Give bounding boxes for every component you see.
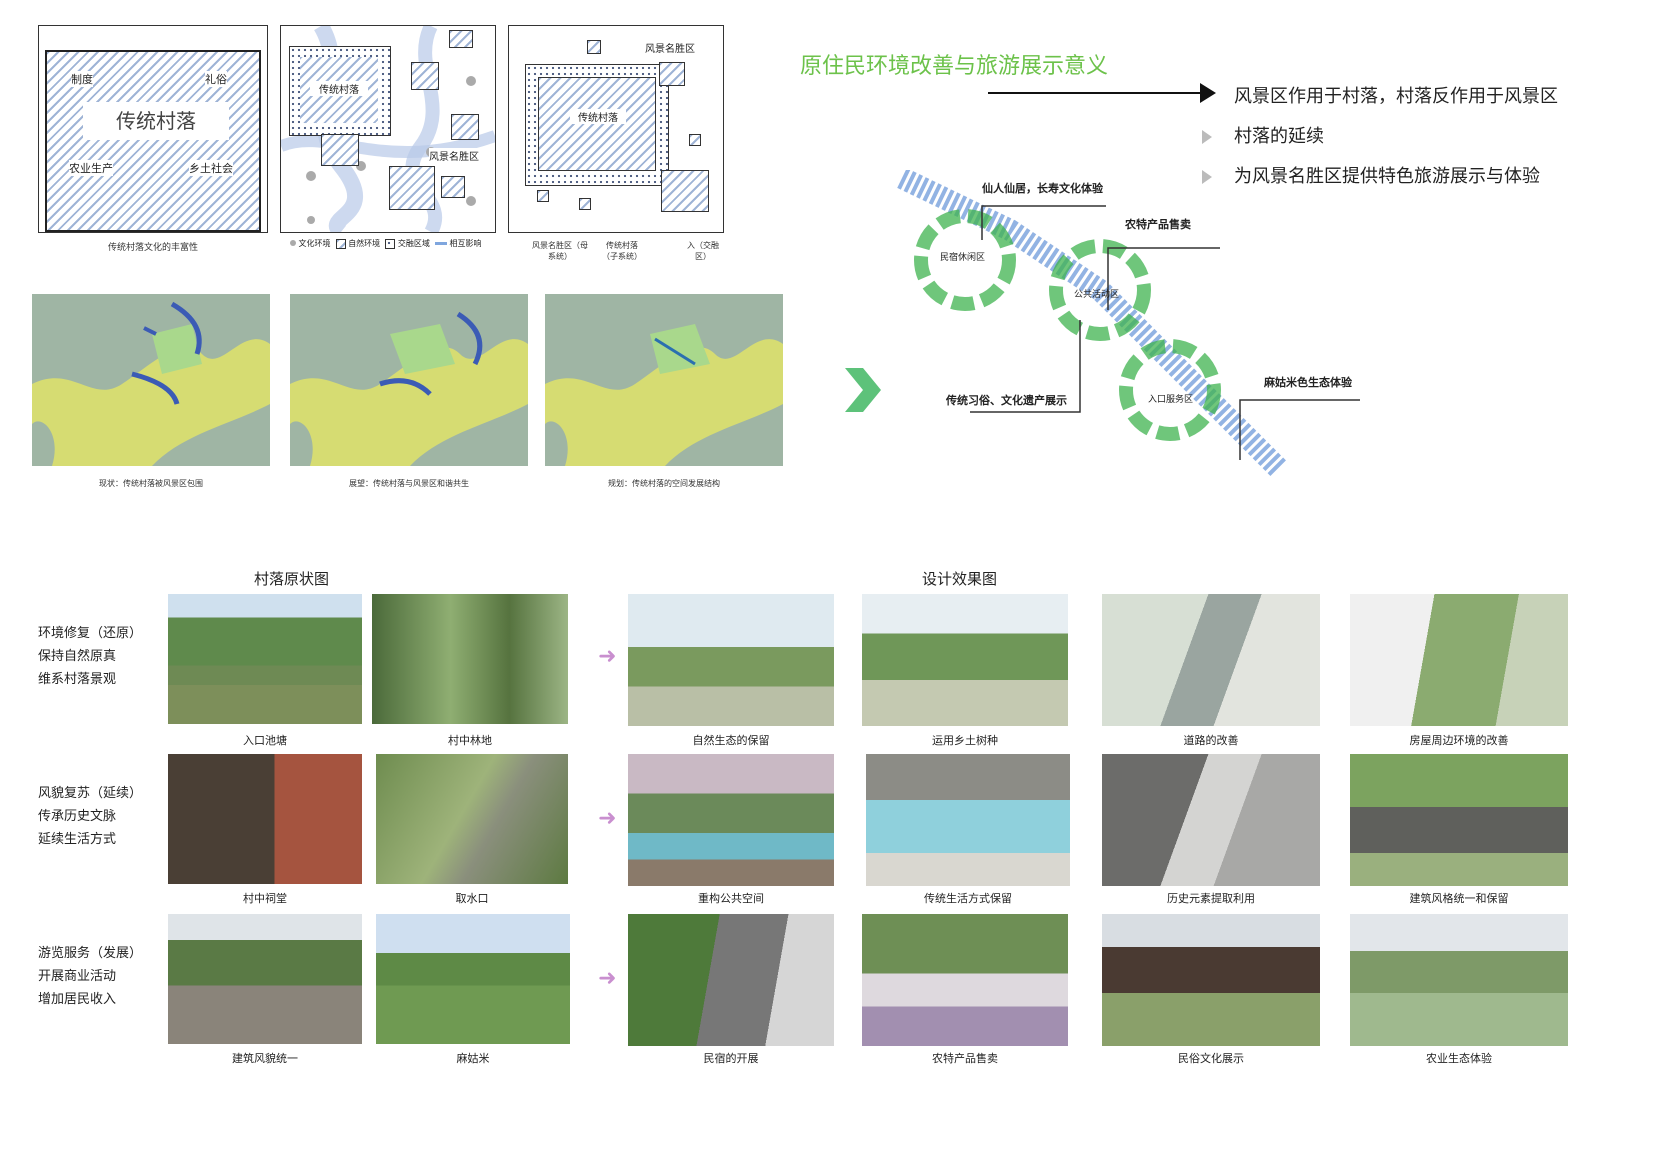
- photo-d8: [1350, 754, 1568, 886]
- cap-r3-d3: 民俗文化展示: [1178, 1052, 1244, 1065]
- pink-arrow-icon: ➜: [598, 966, 617, 991]
- zone-label-1: 仙人仙居，长寿文化体验: [982, 182, 1103, 195]
- cap-r2-o2: 取水口: [455, 892, 489, 905]
- diagram3-callout-3: 入（交融区）: [687, 241, 719, 261]
- photo-temple: [168, 754, 362, 884]
- right-title: 原住民环境改善与旅游展示意义: [800, 54, 1109, 79]
- map-caption-1: 现状：传统村落被风景区包围: [99, 479, 203, 488]
- title-arrow: [988, 92, 1204, 94]
- zone-label-2: 农特产品售卖: [1125, 218, 1191, 231]
- diagram-interaction: 传统村落 风景名胜区: [280, 25, 496, 233]
- diagram1-bottom-right: 乡土社会: [189, 160, 233, 176]
- header-design: 设计效果图: [922, 570, 998, 588]
- photo-d12: [1350, 914, 1568, 1046]
- bullet-icon: [1202, 170, 1212, 184]
- green-arrow-icon: [845, 368, 881, 416]
- photo-d11: [1102, 914, 1320, 1046]
- cap-r3-d1: 民宿的开展: [703, 1052, 759, 1065]
- photo-d1: [628, 594, 834, 726]
- cap-r3-d4: 农业生态体验: [1426, 1052, 1492, 1065]
- row1-text: 环境修复（还原） 保持自然原真 维系村落景观: [38, 626, 143, 687]
- pink-arrow-icon: ➜: [598, 644, 617, 669]
- diagram3-village: 传统村落: [570, 109, 626, 124]
- map-caption-2: 展望：传统村落与风景区和谐共生: [349, 479, 469, 488]
- photo-pond: [168, 594, 362, 724]
- cap-r1-o1: 入口池塘: [243, 734, 287, 747]
- header-original: 村落原状图: [254, 570, 330, 588]
- diagram2-legend: 文化环境 自然环境 交融区域 相互影响: [290, 238, 481, 249]
- bullet-icon: [1202, 130, 1212, 144]
- cap-r1-d2: 运用乡土树种: [932, 734, 998, 747]
- photo-d3: [1102, 594, 1320, 726]
- zone-diagram: [897, 170, 1360, 478]
- cap-r1-d1: 自然生态的保留: [692, 734, 770, 747]
- diagram1-caption: 传统村落文化的丰富性: [107, 243, 198, 253]
- diagram3-scenic-top: 风景名胜区: [645, 44, 695, 55]
- photo-houses: [168, 914, 362, 1044]
- photo-d2: [862, 594, 1068, 726]
- title-arrow-head-icon: [1200, 83, 1216, 103]
- photo-field: [376, 914, 570, 1044]
- cap-r2-o1: 村中祠堂: [243, 892, 287, 905]
- zone-circle-1: 民宿休闲区: [940, 253, 986, 263]
- diagram1-center: 传统村落: [83, 102, 229, 140]
- bullet-2: 村落的延续: [1234, 126, 1324, 147]
- diagram2-village: 传统村落: [310, 81, 368, 96]
- cap-r2-d2: 传统生活方式保留: [924, 892, 1012, 905]
- map-current: [32, 294, 270, 466]
- bullet-1: 风景区作用于村落，村落反作用于风景区: [1234, 86, 1558, 107]
- cap-r2-d4: 建筑风格统一和保留: [1409, 892, 1509, 905]
- photo-d7: [1102, 754, 1320, 886]
- cap-r3-o2: 麻姑米: [456, 1052, 490, 1065]
- photo-d5: [628, 754, 834, 886]
- diagram3-callout-2: 传统村落（子系统）: [602, 241, 642, 261]
- diagram-culture: 传统村落 制度 礼俗 农业生产 乡土社会: [38, 25, 268, 233]
- zone-label-3: 传统习俗、文化遗产展示: [946, 394, 1067, 407]
- map-caption-3: 规划：传统村落的空间发展结构: [608, 479, 720, 488]
- transition-ring: 传统村落: [525, 64, 669, 186]
- diagram1-top-left: 制度: [71, 71, 93, 87]
- cap-r3-d2: 农特产品售卖: [932, 1052, 998, 1065]
- photo-d4: [1350, 594, 1568, 726]
- cap-r1-d4: 房屋周边环境的改善: [1409, 734, 1509, 747]
- photo-well: [376, 754, 568, 884]
- bullet-3: 为风景名胜区提供特色旅游展示与体验: [1234, 166, 1540, 187]
- cap-r1-o2: 村中林地: [448, 734, 492, 747]
- photo-woods: [372, 594, 568, 724]
- diagram3-callout-1: 风景名胜区（母系统）: [532, 241, 588, 261]
- photo-d10: [862, 914, 1068, 1046]
- diagram1-bottom-left: 农业生产: [69, 160, 113, 176]
- cap-r2-d1: 重构公共空间: [698, 892, 764, 905]
- photo-d9: [628, 914, 834, 1046]
- cap-r3-o1: 建筑风貌统一: [232, 1052, 298, 1065]
- diagram2-scenic: 风景名胜区: [429, 148, 479, 163]
- village-zone: 传统村落: [289, 46, 391, 136]
- pink-arrow-icon: ➜: [598, 806, 617, 831]
- map-planning: [545, 294, 783, 466]
- photo-d6: [866, 754, 1070, 886]
- row2-text: 风貌复苏（延续） 传承历史文脉 延续生活方式: [38, 786, 143, 847]
- zone-label-4: 麻姑米色生态体验: [1264, 376, 1352, 389]
- diagram-system: 风景名胜区 传统村落: [508, 25, 724, 233]
- row3-text: 游览服务（发展） 开展商业活动 增加居民收入: [38, 946, 143, 1007]
- diagram1-top-right: 礼俗: [205, 71, 227, 87]
- map-vision: [290, 294, 528, 466]
- zone-circle-3: 入口服务区: [1148, 395, 1194, 405]
- cap-r2-d3: 历史元素提取利用: [1167, 892, 1255, 905]
- cap-r1-d3: 道路的改善: [1183, 734, 1239, 747]
- zone-circle-2: 公共活动区: [1074, 290, 1120, 300]
